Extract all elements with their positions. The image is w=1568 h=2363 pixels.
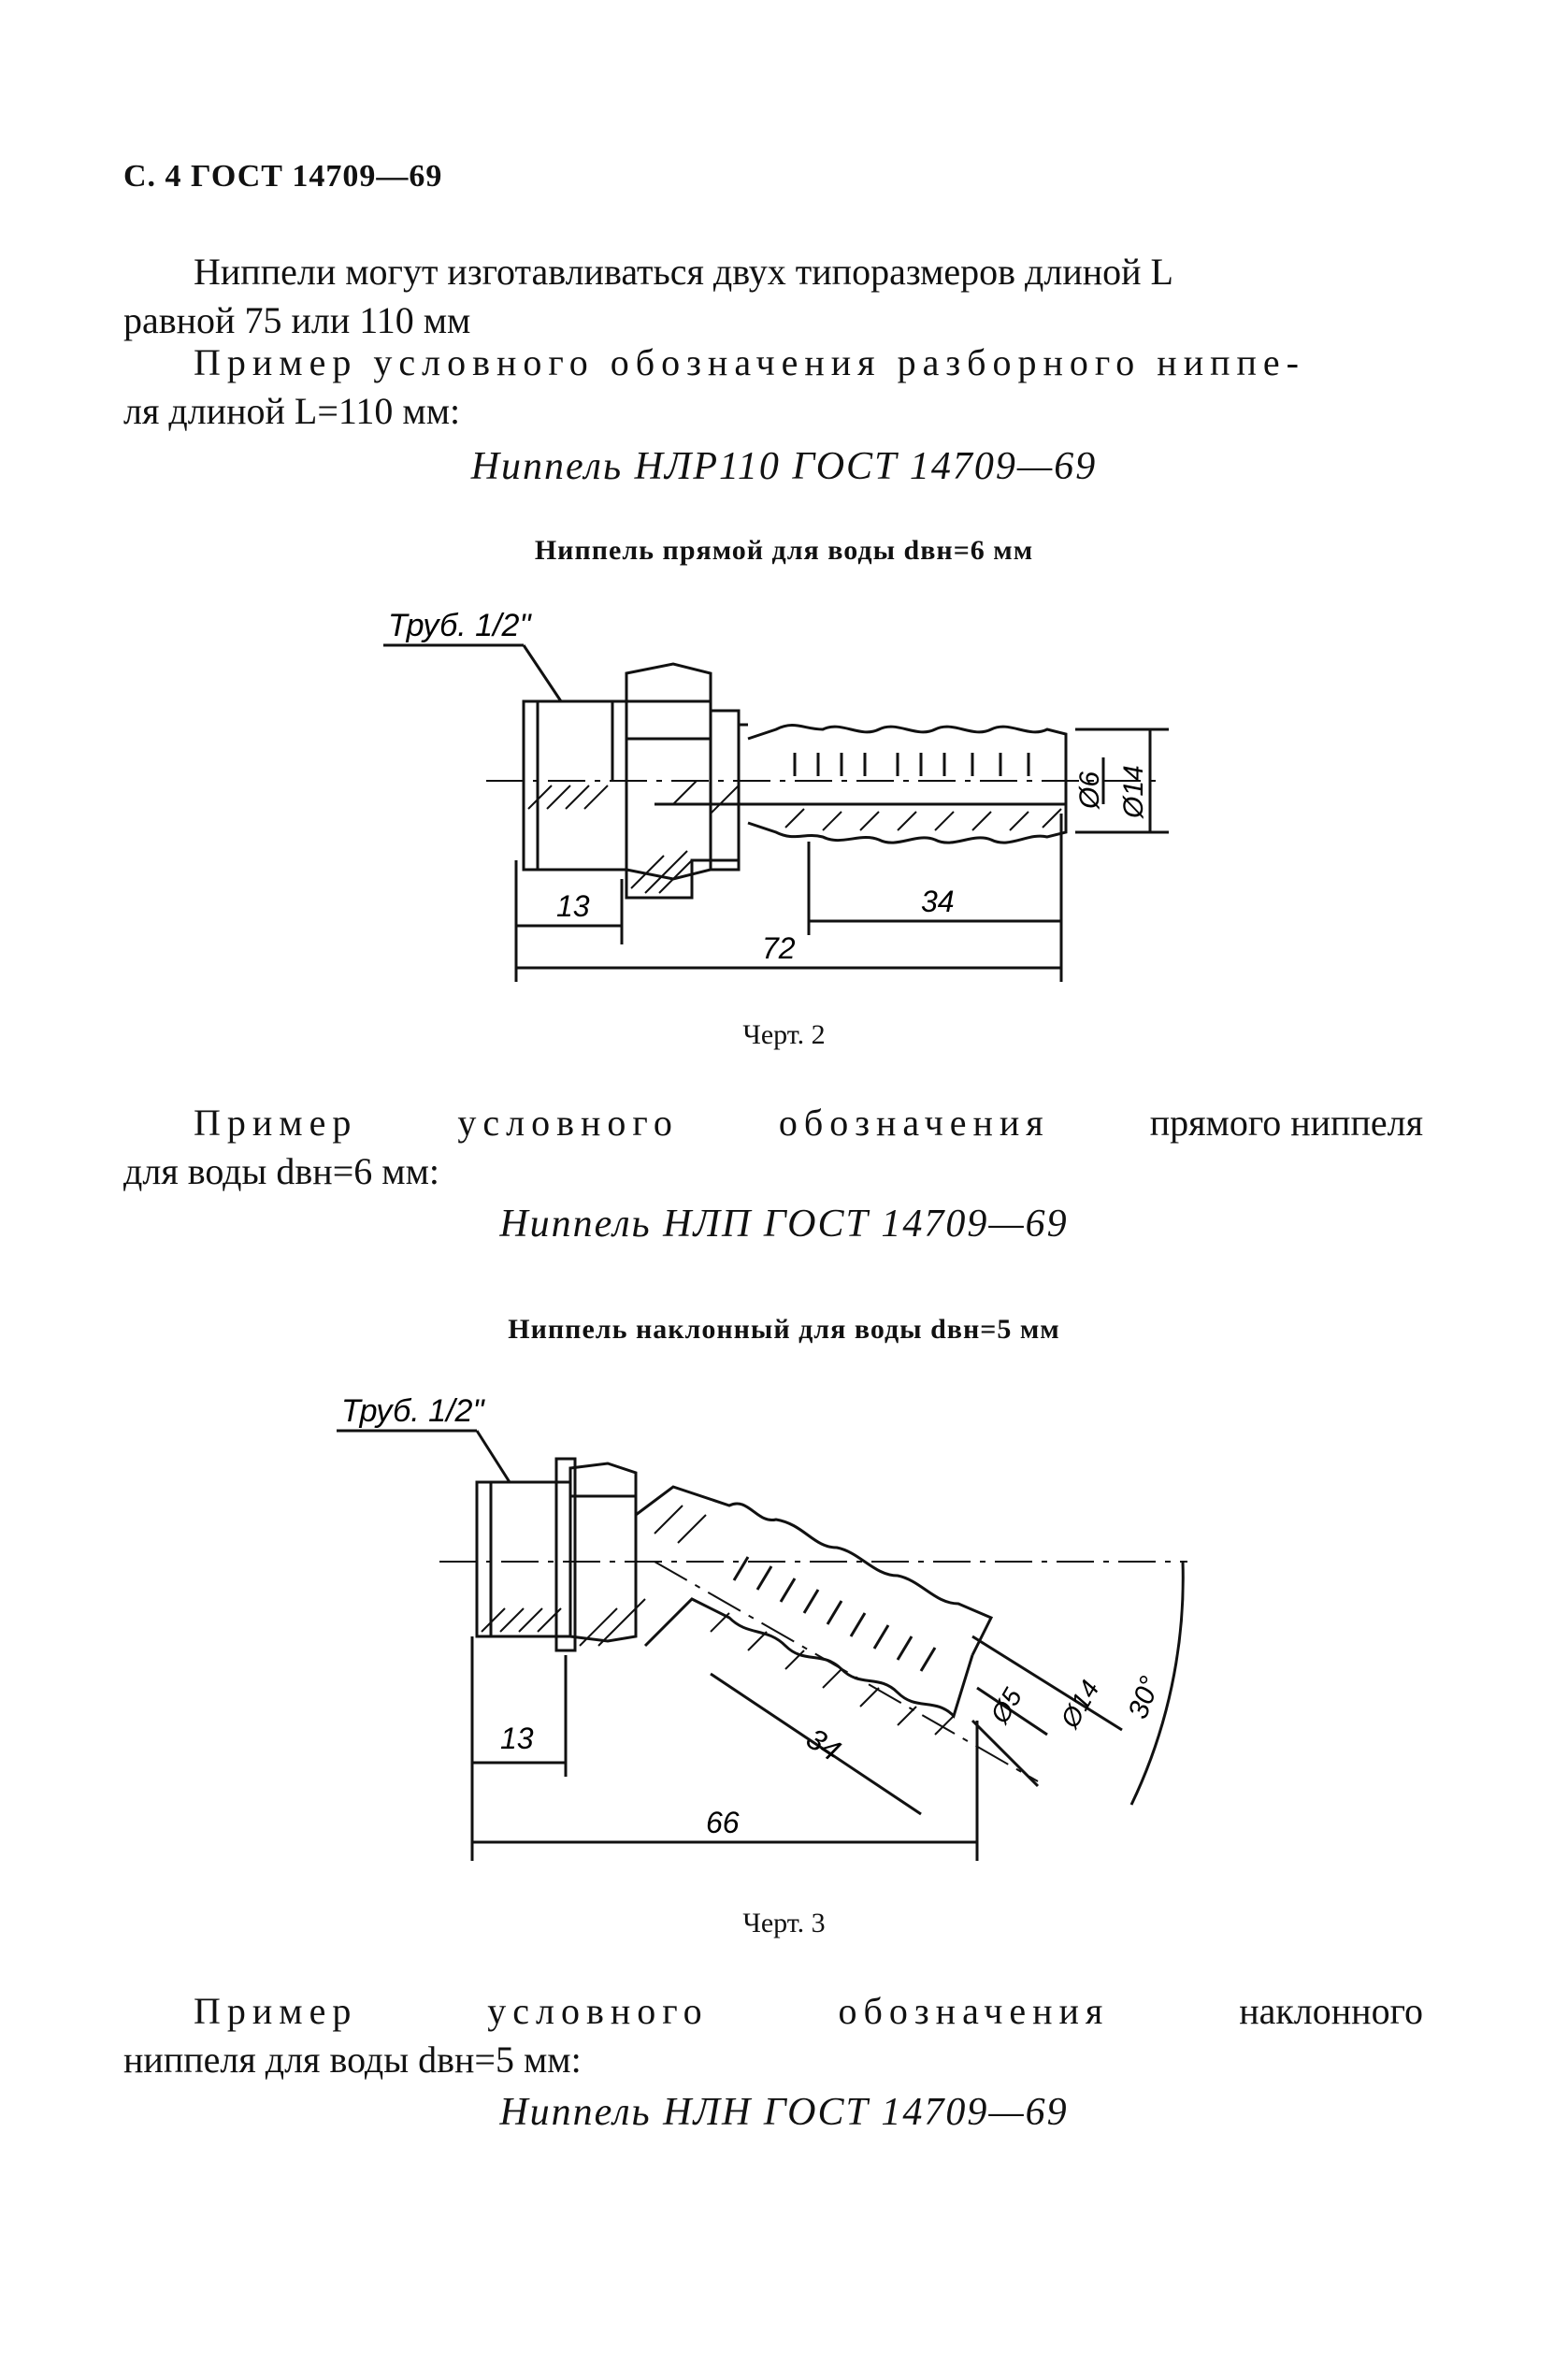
dia-6-label: Ø6 — [1074, 771, 1105, 810]
dim-13-label-1: 13 — [556, 889, 590, 923]
paragraph-example-straight-line2: для воды dвн=6 мм: — [123, 1150, 439, 1192]
dim-13-label-2: 13 — [500, 1722, 534, 1755]
designation-sample-1: Ниппель НЛР110 ГОСТ 14709—69 — [470, 445, 1098, 488]
word: условного — [457, 1102, 679, 1144]
paragraph-example-inclined: Пример условного обозначения наклонного … — [123, 1987, 1423, 2084]
dim-34-label-1: 34 — [921, 885, 955, 918]
word: Пример — [194, 1102, 358, 1144]
word: обозначения — [838, 1990, 1110, 2032]
angle-30-label: 30° — [1123, 1672, 1167, 1722]
word: Пример — [194, 1990, 358, 2032]
drawing-straight-nipple: Труб. 1/2" 13 34 72 Ø6 Ø14 — [383, 608, 1169, 982]
word: наклонного — [1239, 1990, 1423, 2032]
dim-72-label: 72 — [762, 931, 796, 965]
word: обозначения — [778, 1102, 1050, 1144]
paragraph-sizes-line1: Ниппели могут изготавливаться двух типор… — [194, 251, 1173, 293]
paragraph-sizes-line2: равной 75 или 110 мм — [123, 299, 471, 341]
paragraph-example-inclined-line1: Пример условного обозначения наклонного — [123, 1987, 1423, 2036]
paragraph-sizes: Ниппели могут изготавливаться двух типор… — [123, 248, 1432, 345]
paragraph-example-inclined-line2: ниппеля для воды dвн=5 мм: — [123, 2039, 582, 2081]
page-header: С. 4 ГОСТ 14709—69 — [123, 159, 443, 194]
designation-sample-3: Ниппель НЛН ГОСТ 14709—69 — [499, 2091, 1069, 2134]
thread-label-2: Труб. 1/2" — [341, 1393, 485, 1429]
dim-66-label: 66 — [706, 1806, 740, 1839]
dia-5-label: Ø5 — [985, 1683, 1028, 1729]
figure-label-3: Черт. 3 — [742, 1908, 826, 1938]
paragraph-example-straight-line1: Пример условного обозначения прямого нип… — [123, 1099, 1423, 1147]
paragraph-example-disassembly: Пример условного обозначения разборного … — [123, 339, 1432, 436]
paragraph-example-disassembly-line1: Пример условного обозначения разборного … — [194, 341, 1305, 383]
drawing-inclined-nipple: Труб. 1/2" 13 34 66 Ø5 Ø14 30° — [337, 1393, 1187, 1861]
drawing-caption-inclined: Ниппель наклонный для воды dвн=5 мм — [508, 1314, 1060, 1345]
word: прямого ниппеля — [1149, 1102, 1423, 1144]
dia-14-label-2: Ø14 — [1055, 1676, 1105, 1734]
figure-label-2: Черт. 2 — [742, 1019, 826, 1050]
drawing-caption-straight: Ниппель прямой для воды dвн=6 мм — [534, 535, 1034, 566]
dia-14-label-1: Ø14 — [1118, 765, 1149, 819]
paragraph-example-disassembly-line2: ля длиной L=110 мм: — [123, 390, 461, 432]
paragraph-example-straight: Пример условного обозначения прямого нип… — [123, 1099, 1423, 1196]
designation-sample-2: Ниппель НЛП ГОСТ 14709—69 — [499, 1203, 1069, 1246]
thread-label-1: Труб. 1/2" — [388, 608, 532, 643]
word: условного — [487, 1990, 709, 2032]
